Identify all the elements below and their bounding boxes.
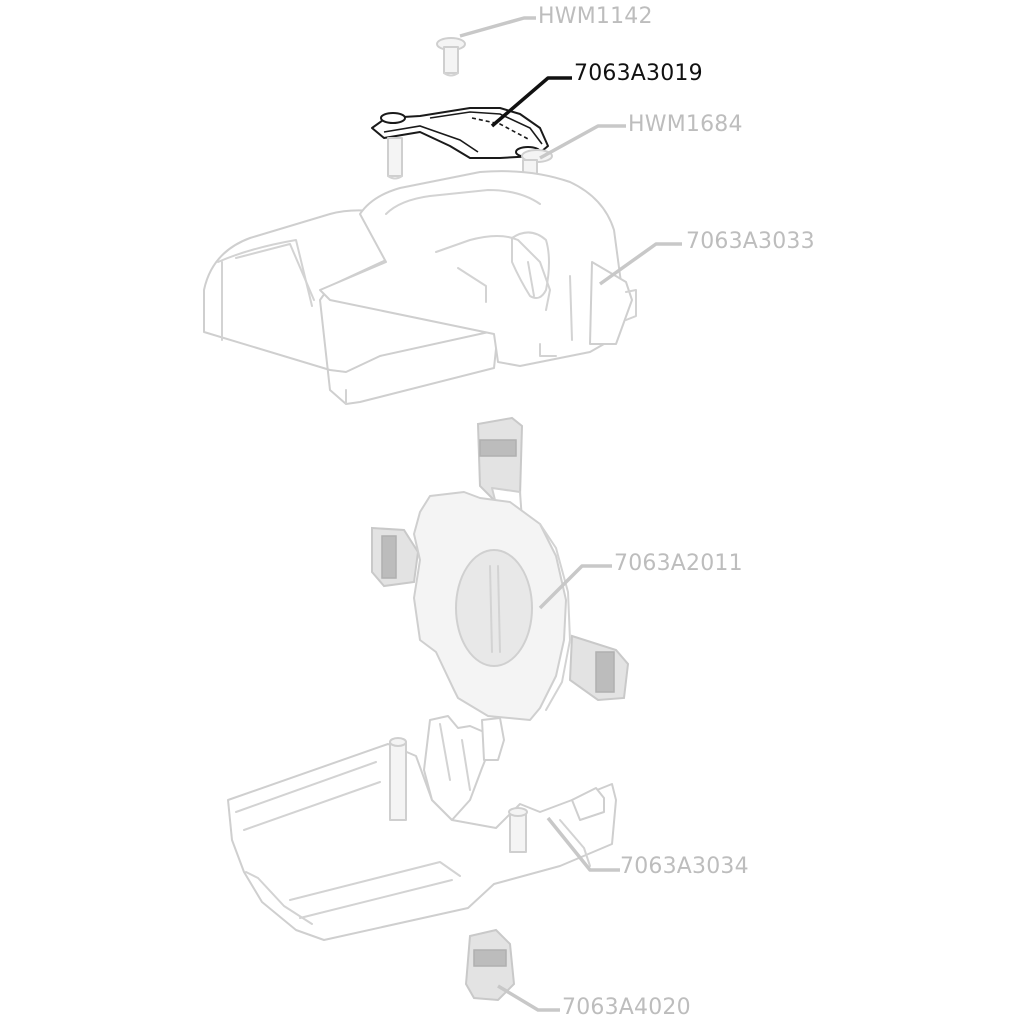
leader-7063a4020 xyxy=(497,984,560,1012)
label-7063a3019[interactable]: 7063A3019 xyxy=(574,61,703,86)
upper-housing-7063a3033[interactable] xyxy=(203,170,637,405)
label-7063a3034[interactable]: 7063A3034 xyxy=(620,854,749,879)
screw-hwm1684-left[interactable] xyxy=(387,137,403,180)
leader-7063a3033 xyxy=(598,242,682,286)
label-7063a3033[interactable]: 7063A3033 xyxy=(686,229,815,254)
rotor-blade-left xyxy=(371,526,420,588)
label-7063a4020[interactable]: 7063A4020 xyxy=(562,995,691,1020)
screw-hwm1142[interactable] xyxy=(436,37,466,77)
leader-hwm1142 xyxy=(459,16,536,38)
rotor-disc-7063a2011[interactable] xyxy=(371,416,630,721)
knob-insert-7063a4020[interactable] xyxy=(464,928,516,1002)
label-hwm1142[interactable]: HWM1142 xyxy=(538,4,653,29)
lower-housing-7063a3034[interactable] xyxy=(227,715,617,941)
leader-7063a3034 xyxy=(546,816,620,872)
leader-7063a3019 xyxy=(490,76,572,128)
leader-hwm1684 xyxy=(539,124,626,160)
label-7063a2011[interactable]: 7063A2011 xyxy=(614,551,743,576)
leader-7063a2011 xyxy=(538,564,612,610)
rotor-blade-right xyxy=(568,634,630,702)
label-hwm1684[interactable]: HWM1684 xyxy=(628,112,743,137)
